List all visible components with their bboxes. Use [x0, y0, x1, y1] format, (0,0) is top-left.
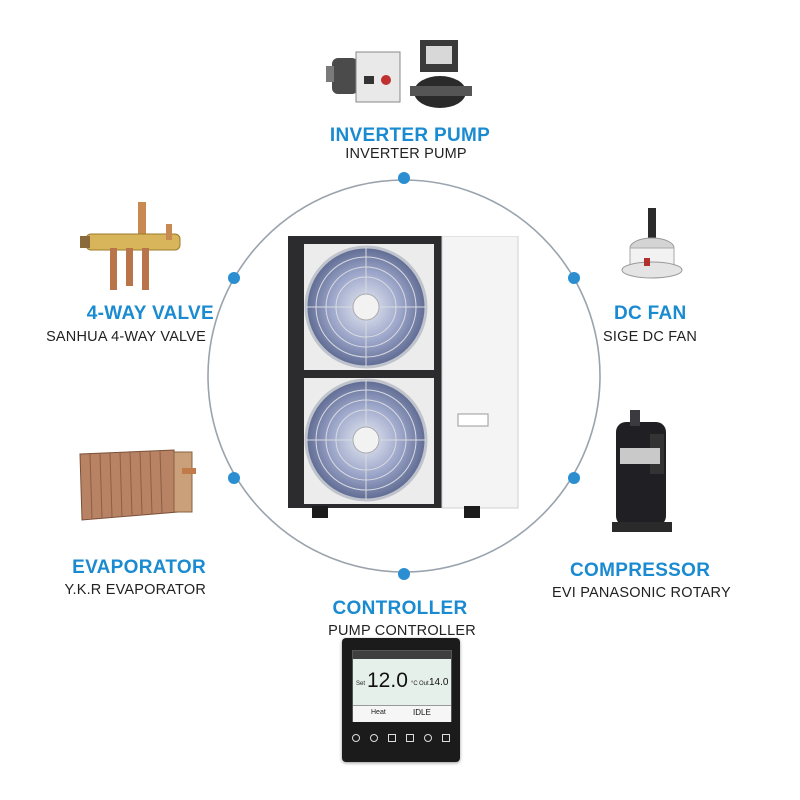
connector-dot-lower-left [228, 472, 240, 484]
up-button[interactable] [388, 734, 396, 742]
controller-screen: Set 12.0 °C Out 14.0 Heat IDLE [352, 650, 452, 722]
timer-button[interactable] [424, 734, 432, 742]
controller-device: Set 12.0 °C Out 14.0 Heat IDLE [342, 638, 460, 762]
controller-outlet-label: Out [419, 681, 429, 687]
controller-status: IDLE [413, 708, 431, 717]
mode-button[interactable] [370, 734, 378, 742]
connector-dot-lower-right [568, 472, 580, 484]
controller-subtitle: PUMP CONTROLLER [328, 623, 476, 639]
four-way-valve-title: 4-WAY VALVE [86, 303, 214, 324]
inverter-pump-image [326, 40, 472, 108]
menu-button[interactable] [442, 734, 450, 742]
controller-outlet-temp: 14.0 [429, 677, 449, 688]
compressor-title: COMPRESSOR [570, 560, 711, 581]
inverter-pump-subtitle: INVERTER PUMP [345, 146, 467, 162]
controller-mode: Heat [371, 709, 386, 716]
dc-fan-subtitle: SIGE DC FAN [603, 329, 698, 345]
connector-dot-upper-right [568, 272, 580, 284]
down-button[interactable] [406, 734, 414, 742]
power-button[interactable] [352, 734, 360, 742]
compressor-subtitle: EVI PANASONIC ROTARY [552, 585, 731, 601]
evaporator-image [79, 449, 196, 521]
evaporator-title: EVAPORATOR [72, 557, 206, 578]
connector-dot-bottom [398, 568, 410, 580]
heat-pump-unit-image [288, 236, 519, 518]
dc-fan-title: DC FAN [614, 303, 687, 324]
inverter-pump-title: INVERTER PUMP [329, 125, 491, 146]
controller-title: CONTROLLER [332, 598, 468, 619]
controller-set-label: Set [356, 681, 366, 687]
four-way-valve-subtitle: SANHUA 4-WAY VALVE [46, 329, 206, 345]
compressor-image [612, 410, 672, 532]
controller-temperature: 12.0 [367, 669, 408, 692]
four-way-valve-image [80, 202, 181, 290]
dc-fan-image [621, 208, 683, 279]
controller-temp-unit: °C [411, 681, 418, 687]
controller-buttons [352, 734, 450, 744]
evaporator-subtitle: Y.K.R EVAPORATOR [64, 582, 206, 598]
connector-dot-top [398, 172, 410, 184]
connector-dot-upper-left [228, 272, 240, 284]
